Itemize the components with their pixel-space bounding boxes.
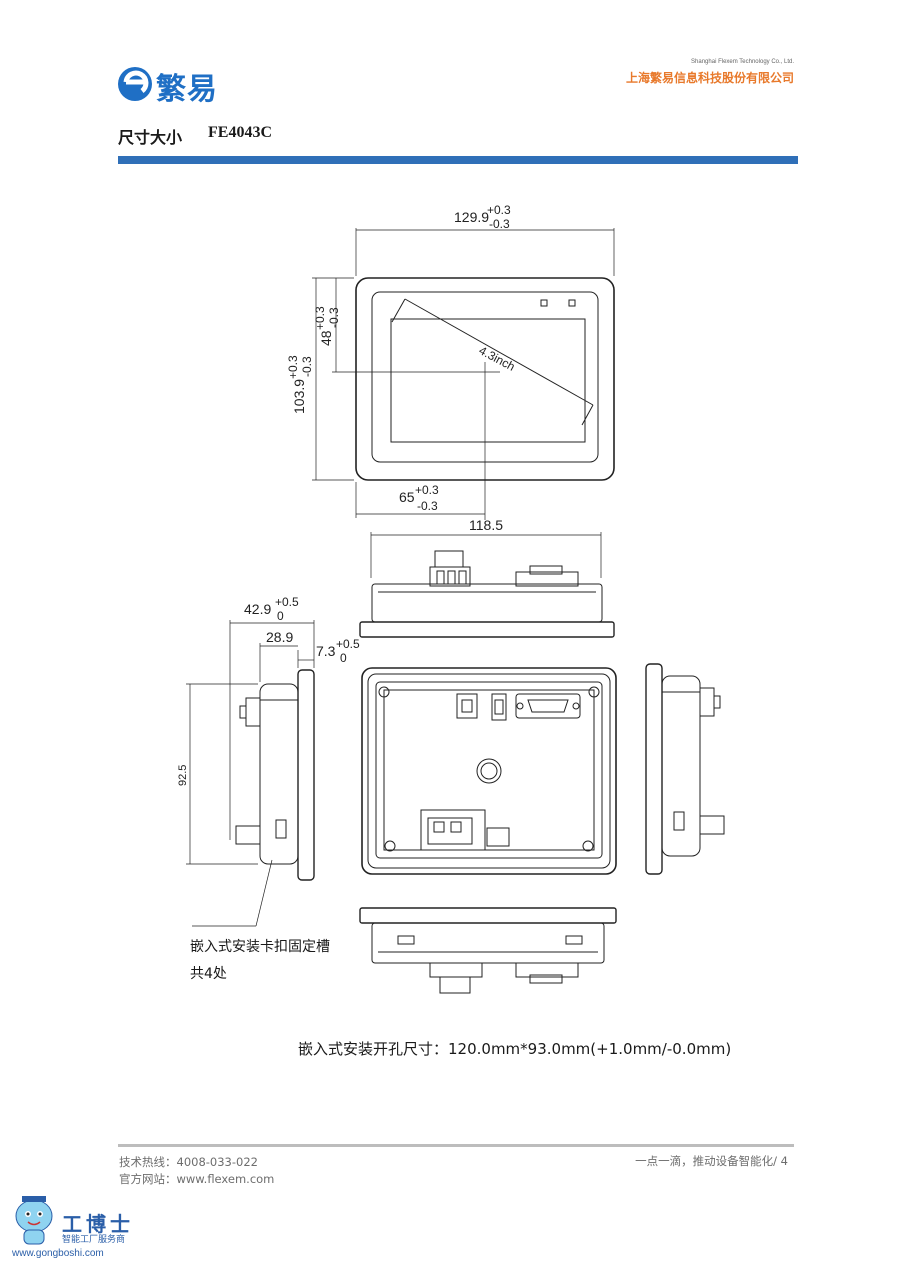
footer-contact: 技术热线：4008-033-022 官方网站：www.flexem.com	[119, 1154, 274, 1188]
center-h-tol-plus: +0.3	[415, 483, 439, 497]
footer-divider	[118, 1144, 794, 1147]
company-name-en: Shanghai Flexem Technology Co., Ltd.	[691, 59, 794, 65]
width-tol-minus: -0.3	[489, 217, 510, 231]
left-side-view	[186, 620, 315, 927]
model-number: FE4043C	[208, 124, 272, 141]
width-tol-plus: +0.3	[487, 203, 511, 217]
watermark-sub: 智能工厂服务商	[62, 1235, 126, 1245]
right-side-view	[645, 663, 725, 875]
logo-text: 繁易	[156, 72, 218, 107]
width-dim-label: 129.9	[454, 209, 489, 225]
watermark-name: 工博士	[62, 1212, 134, 1236]
center-h-label: 65	[399, 489, 415, 505]
side-height-label: 92.5	[177, 765, 189, 786]
cutout-size-note: 嵌入式安装开孔尺寸：120.0mm*93.0mm(+1.0mm/-0.0mm)	[298, 1040, 732, 1058]
height-tol-plus: +0.3	[286, 355, 300, 379]
website: 官方网站：www.flexem.com	[119, 1172, 275, 1186]
company-logo	[116, 62, 236, 106]
height-dim-label: 103.9	[291, 379, 307, 414]
diagonal-label: 4.3inch	[477, 343, 518, 374]
top-view	[359, 532, 615, 638]
hotline: 技术热线：4008-033-022	[119, 1155, 258, 1169]
page-title: 尺寸大小	[118, 128, 183, 147]
header-divider	[118, 156, 798, 164]
center-v-tol-plus: +0.3	[313, 306, 327, 330]
front-view	[312, 228, 615, 520]
height-tol-minus: -0.3	[300, 356, 314, 377]
depth-label: 42.9	[244, 601, 271, 617]
depth-tol-plus: +0.5	[275, 595, 299, 609]
depth-tol-minus: 0	[277, 609, 284, 623]
mascot-icon	[15, 1196, 53, 1245]
footer-slogan: 一点一滴，推动设备智能化/ 4	[635, 1154, 788, 1168]
clip-note: 嵌入式安装卡扣固定槽 共4处	[190, 934, 330, 988]
center-v-tol-minus: -0.3	[327, 307, 341, 328]
center-v-label: 48	[318, 330, 334, 346]
watermark-url: www.gongboshi.com	[12, 1248, 104, 1259]
bezel-tol-minus: 0	[340, 651, 347, 665]
top-width-label: 118.5	[469, 517, 503, 533]
flexem-logo-icon	[118, 67, 152, 101]
body-depth-label: 28.9	[266, 629, 293, 645]
bottom-view	[359, 907, 617, 994]
clip-note-line2: 共4处	[190, 966, 227, 982]
clip-note-line1: 嵌入式安装卡扣固定槽	[190, 939, 330, 955]
rear-view	[361, 667, 617, 875]
center-h-tol-minus: -0.3	[417, 499, 438, 513]
bezel-label: 7.3	[316, 643, 336, 659]
bezel-tol-plus: +0.5	[336, 637, 360, 651]
company-name-cn: 上海繁易信息科技股份有限公司	[625, 71, 794, 85]
